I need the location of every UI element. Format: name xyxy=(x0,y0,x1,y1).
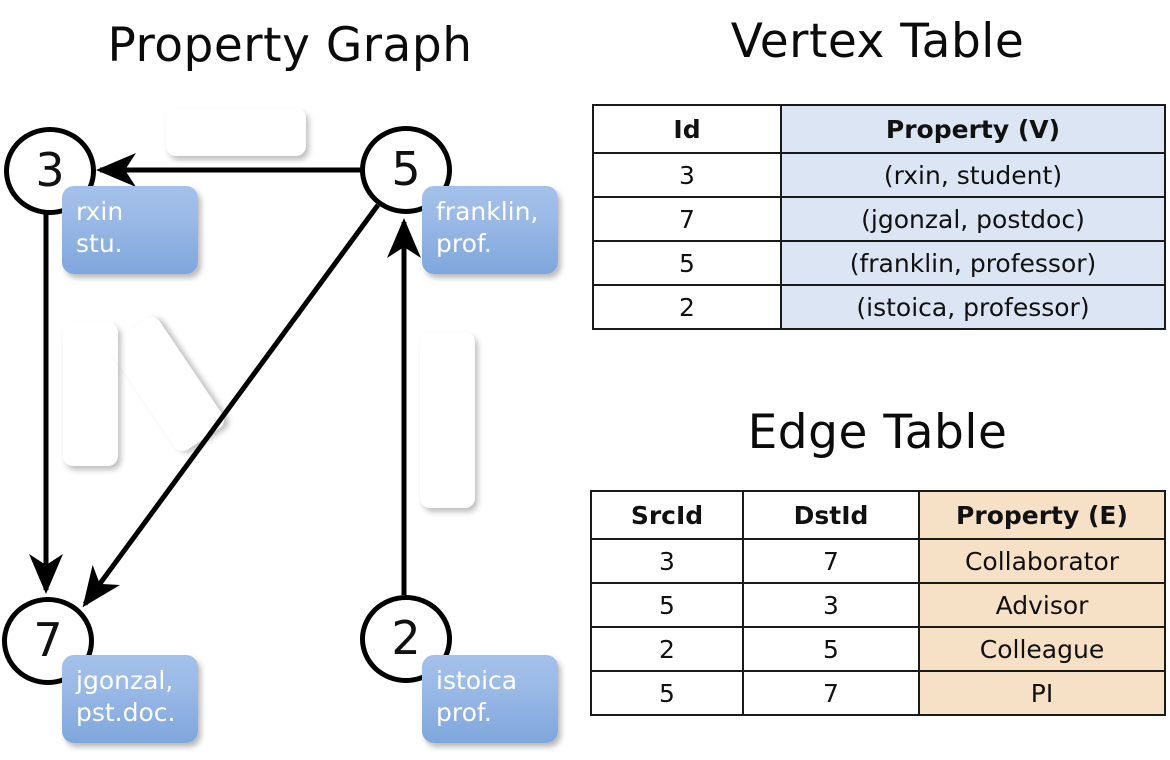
vertex-table-cell-id: 7 xyxy=(592,196,782,242)
vertex-property-role-franklin: prof. xyxy=(436,229,492,258)
edge-label-box-advisor: Advisor xyxy=(166,108,306,156)
graph-vertex-7-label: 7 xyxy=(33,613,63,667)
edge-table-cell-dstid: 7 xyxy=(742,538,920,584)
vertex-table: Id Property (V) 3 (rxin, student) 7 (jgo… xyxy=(592,104,1166,330)
vertex-property-role-istoica: prof. xyxy=(436,698,492,727)
edge-table-row[interactable]: 3 7 Collaborator xyxy=(590,538,1166,584)
vertex-table-cell-id: 5 xyxy=(592,240,782,286)
graph-vertex-2[interactable]: 2 xyxy=(360,595,452,683)
vertex-property-box-rxin: rxin stu. xyxy=(62,186,198,274)
edge-table-cell-dstid: 5 xyxy=(742,626,920,672)
edge-table-cell-srcid: 5 xyxy=(590,582,744,628)
page-title-vertex-table: Vertex Table xyxy=(730,14,1025,69)
edge-table-header-dstid: DstId xyxy=(742,490,920,540)
vertex-table-row[interactable]: 3 (rxin, student) xyxy=(592,152,1166,198)
graph-edge-lines xyxy=(29,153,421,608)
vertex-table-cell-property: (franklin, professor) xyxy=(780,240,1166,286)
edge-label-text-pi: PI xyxy=(148,365,186,403)
page-title-edge-table: Edge Table xyxy=(747,405,1008,460)
vertex-property-box-jgonzal: jgonzal, pst.doc. xyxy=(62,655,198,743)
edge-table-cell-srcid: 3 xyxy=(590,538,744,584)
edge-table-cell-srcid: 2 xyxy=(590,626,744,672)
edge-line-5-to-7 xyxy=(82,203,381,608)
vertex-table-row[interactable]: 5 (franklin, professor) xyxy=(592,240,1166,286)
vertex-table-cell-property: (istoica, professor) xyxy=(780,284,1166,330)
edge-table-cell-dstid: 3 xyxy=(742,582,920,628)
edge-table-cell-dstid: 7 xyxy=(742,670,920,716)
edge-label-text-advisor: Advisor xyxy=(187,117,285,147)
vertex-table-cell-id: 3 xyxy=(592,152,782,198)
vertex-table-header-id: Id xyxy=(592,104,782,154)
vertex-table-header-row: Id Property (V) xyxy=(592,104,1166,154)
vertex-table-cell-id: 2 xyxy=(592,284,782,330)
vertex-property-role-jgonzal: pst.doc. xyxy=(76,698,176,727)
edge-table-row[interactable]: 5 3 Advisor xyxy=(590,582,1166,628)
edge-table-cell-property: PI xyxy=(918,670,1166,716)
page-title-property-graph: Property Graph xyxy=(107,18,473,73)
vertex-property-name-rxin: rxin xyxy=(76,197,124,226)
edge-label-text-collab: Collab. xyxy=(75,349,106,439)
edge-table-cell-srcid: 5 xyxy=(590,670,744,716)
vertex-property-name-jgonzal: jgonzal, xyxy=(76,666,174,695)
edge-table-row[interactable]: 5 7 PI xyxy=(590,670,1166,716)
edge-table-row[interactable]: 2 5 Colleague xyxy=(590,626,1166,672)
edge-table-cell-property: Collaborator xyxy=(918,538,1166,584)
vertex-property-name-istoica: istoica xyxy=(436,666,518,695)
vertex-property-role-rxin: stu. xyxy=(76,229,123,258)
vertex-property-box-istoica: istoica prof. xyxy=(422,655,558,743)
property-graph-diagram: 3 5 7 2 rxin stu. franklin, prof. jgonza… xyxy=(2,108,558,743)
vertex-table-row[interactable]: 2 (istoica, professor) xyxy=(592,284,1166,330)
vertex-table-header-property: Property (V) xyxy=(780,104,1166,154)
vertex-property-name-franklin: franklin, xyxy=(436,197,539,226)
edge-table-cell-property: Advisor xyxy=(918,582,1166,628)
graph-vertex-3-label: 3 xyxy=(35,143,65,197)
edge-label-box-colleague: Colleague xyxy=(420,332,475,508)
graph-vertex-2-label: 2 xyxy=(391,611,421,665)
edge-table-cell-property: Colleague xyxy=(918,626,1166,672)
vertex-table-row[interactable]: 7 (jgonzal, postdoc) xyxy=(592,196,1166,242)
edge-table-header-row: SrcId DstId Property (E) xyxy=(590,490,1166,540)
vertex-table-cell-property: (jgonzal, postdoc) xyxy=(780,196,1166,242)
edge-table-header-srcid: SrcId xyxy=(590,490,744,540)
graph-vertex-5-label: 5 xyxy=(391,142,421,196)
edge-table-header-property: Property (E) xyxy=(918,490,1166,540)
vertex-property-box-franklin: franklin, prof. xyxy=(422,186,558,274)
edge-table: SrcId DstId Property (E) 3 7 Collaborato… xyxy=(590,490,1166,716)
vertex-table-cell-property: (rxin, student) xyxy=(780,152,1166,198)
graph-vertex-5[interactable]: 5 xyxy=(360,126,452,214)
edge-label-text-colleague: Colleague xyxy=(432,355,463,485)
